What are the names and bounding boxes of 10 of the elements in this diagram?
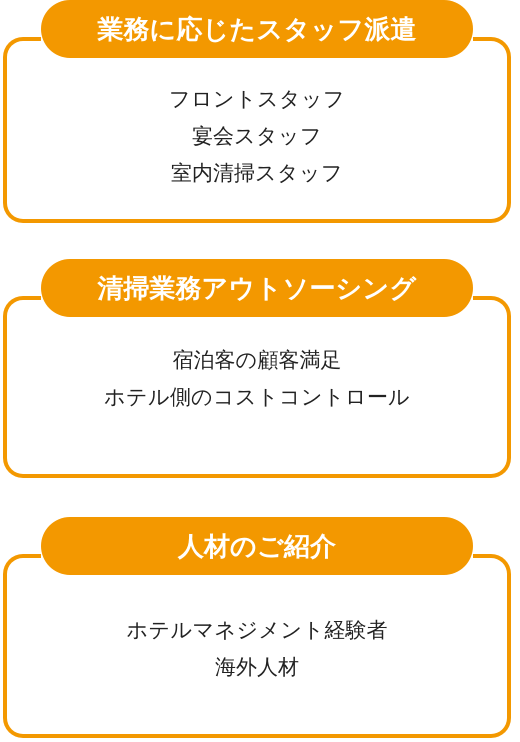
list-item: 室内清掃スタッフ [171, 160, 343, 187]
list-item: フロントスタッフ [169, 86, 345, 113]
card-heading: 清掃業務アウトソーシング [41, 259, 473, 317]
list-item: ホテルマネジメント経験者 [126, 617, 388, 644]
card-heading: 業務に応じたスタッフ派遣 [41, 0, 473, 58]
list-item: ホテル側のコストコントロール [104, 384, 410, 411]
list-item: 宿泊客の顧客満足 [172, 347, 342, 374]
list-item: 宴会スタッフ [192, 123, 322, 150]
card-heading: 人材のご紹介 [41, 517, 473, 575]
list-item: 海外人材 [215, 654, 299, 681]
